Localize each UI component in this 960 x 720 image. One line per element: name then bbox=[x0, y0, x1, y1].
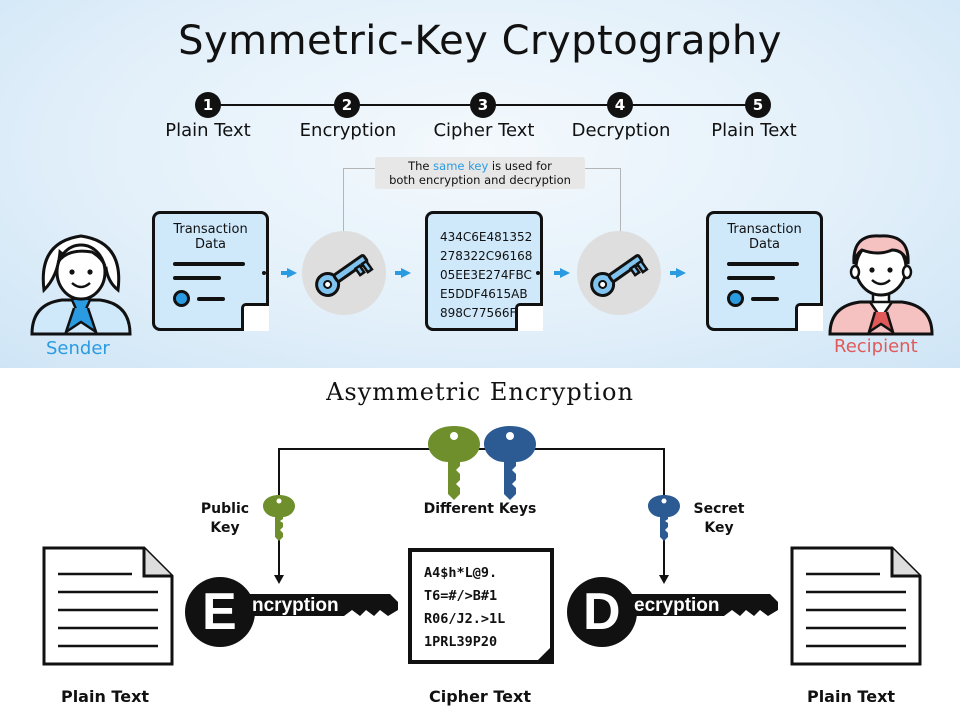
key-connector-left-lower bbox=[278, 540, 280, 576]
symmetric-panel: Symmetric-Key Cryptography 1 2 3 4 5 Pla… bbox=[0, 0, 960, 368]
secret-key-icon bbox=[648, 495, 680, 541]
doc-right-seal-icon bbox=[727, 290, 744, 307]
key-connector-right-upper bbox=[663, 448, 665, 496]
public-key-arrow bbox=[274, 575, 284, 584]
flow-arrow-3 bbox=[554, 268, 570, 278]
cipher-text-box: A4$h*L@9. T6=#/>B#1 R06/J2.>1L 1PRL39P20 bbox=[408, 548, 554, 664]
step-2-label: Encryption bbox=[299, 120, 397, 141]
doc-left-seal-icon bbox=[173, 290, 190, 307]
blue-key-icon bbox=[315, 254, 374, 297]
plain-text-doc-right-icon bbox=[790, 546, 922, 666]
step-1-circle: 1 bbox=[195, 92, 221, 118]
key-connector-right-lower bbox=[663, 540, 665, 576]
encryption-label: ncryption bbox=[252, 595, 339, 616]
green-key-icon bbox=[428, 426, 480, 500]
secret-key-arrow bbox=[659, 575, 669, 584]
decryption-cap-letter: D bbox=[583, 583, 621, 641]
step-5-label: Plain Text bbox=[711, 120, 797, 141]
blue-key-icon bbox=[590, 254, 649, 297]
decryption-label: ecryption bbox=[634, 595, 720, 616]
step-1-label: Plain Text bbox=[165, 120, 251, 141]
sender-label: Sender bbox=[46, 338, 110, 359]
step-2-circle: 2 bbox=[334, 92, 360, 118]
cipher-text-label: Cipher Text bbox=[429, 687, 531, 706]
blue-key-icon bbox=[484, 426, 536, 500]
symmetric-title: Symmetric-Key Cryptography bbox=[178, 18, 782, 64]
encryption-key-circle bbox=[302, 231, 386, 315]
step-3-label: Cipher Text bbox=[433, 120, 535, 141]
recipient-label: Recipient bbox=[834, 336, 918, 357]
step-5-circle: 5 bbox=[745, 92, 771, 118]
note-bracket-right-drop bbox=[620, 168, 621, 238]
public-key-icon bbox=[263, 495, 295, 541]
encryption-cap-letter: E bbox=[202, 583, 237, 641]
note-bracket-left-top bbox=[343, 168, 375, 169]
plain-text-doc-left-icon bbox=[42, 546, 174, 666]
note-bracket-right-top bbox=[585, 168, 620, 169]
cipher-lines: 434C6E481352 278322C96168 05EE3E274FBC E… bbox=[440, 230, 533, 320]
public-key-label: Public Key bbox=[200, 501, 250, 536]
recipient-avatar-icon bbox=[828, 234, 934, 336]
key-connector-left-upper bbox=[278, 448, 280, 496]
plain-text-left-label: Plain Text bbox=[60, 687, 150, 706]
cipher-doc: 434C6E481352 278322C96168 05EE3E274FBC E… bbox=[425, 211, 543, 331]
different-keys-label: Different Keys bbox=[423, 501, 537, 517]
flow-arrow-1 bbox=[281, 268, 297, 278]
plain-text-right-label: Plain Text bbox=[806, 687, 896, 706]
flow-arrow-2 bbox=[395, 268, 411, 278]
encryption-key-shape: E ncryption bbox=[184, 576, 400, 648]
asymmetric-title: Asymmetric Encryption bbox=[326, 378, 634, 406]
sender-avatar-icon bbox=[30, 234, 132, 336]
secret-key-label: Secret Key bbox=[693, 501, 745, 536]
transaction-doc-left-title: Transaction Data bbox=[173, 222, 248, 252]
step-3-circle: 3 bbox=[470, 92, 496, 118]
flow-arrow-4 bbox=[670, 268, 686, 278]
step-4-label: Decryption bbox=[571, 120, 671, 141]
decryption-key-shape: D ecryption bbox=[566, 576, 780, 648]
transaction-doc-right-title: Transaction Data bbox=[727, 222, 802, 252]
transaction-doc-left: Transaction Data bbox=[152, 211, 269, 331]
step-4-circle: 4 bbox=[607, 92, 633, 118]
note-bracket-left-drop bbox=[343, 168, 344, 238]
decryption-key-circle bbox=[577, 231, 661, 315]
transaction-doc-right: Transaction Data bbox=[706, 211, 823, 331]
same-key-note: The same key is used for both encryption… bbox=[375, 157, 585, 189]
